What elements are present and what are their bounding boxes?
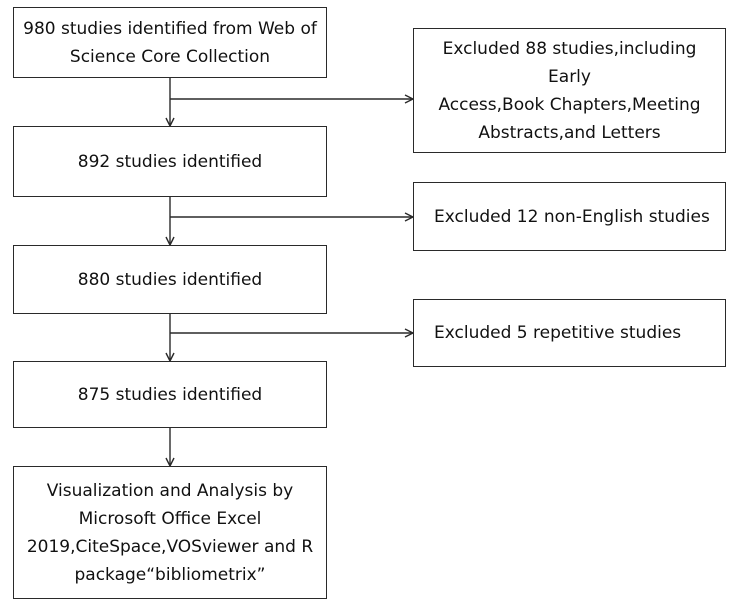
exclusion-non-english: Excluded 12 non-English studies bbox=[413, 182, 726, 251]
exclusion-non-english-text: Excluded 12 non-English studies bbox=[434, 206, 710, 227]
step-initial-identification: 980 studies identified from Web of Scien… bbox=[13, 7, 327, 78]
step-892-identified: 892 studies identified bbox=[13, 126, 327, 197]
step-892-identified-text: 892 studies identified bbox=[77, 151, 263, 172]
exclusion-document-types: Excluded 88 studies,including Early Acce… bbox=[413, 28, 726, 153]
step-visualization-analysis-text: Visualization and Analysis by Microsoft … bbox=[26, 480, 314, 585]
step-880-identified-text: 880 studies identified bbox=[77, 269, 263, 290]
exclusion-document-types-text: Excluded 88 studies,including Early Acce… bbox=[438, 38, 701, 143]
exclusion-repetitive-text: Excluded 5 repetitive studies bbox=[434, 323, 682, 343]
step-880-identified: 880 studies identified bbox=[13, 245, 327, 314]
step-visualization-analysis: Visualization and Analysis by Microsoft … bbox=[13, 466, 327, 599]
step-875-identified-text: 875 studies identified bbox=[77, 384, 263, 405]
step-875-identified: 875 studies identified bbox=[13, 361, 327, 428]
step-initial-identification-text: 980 studies identified from Web of Scien… bbox=[23, 18, 317, 67]
exclusion-repetitive: Excluded 5 repetitive studies bbox=[413, 299, 726, 367]
